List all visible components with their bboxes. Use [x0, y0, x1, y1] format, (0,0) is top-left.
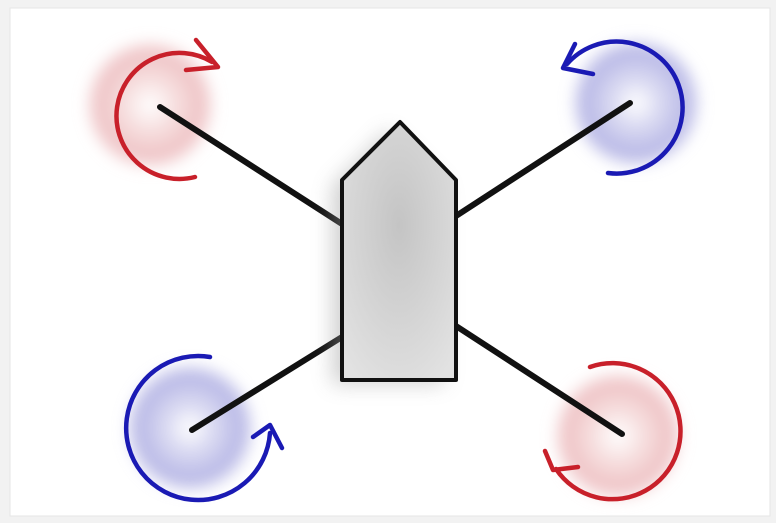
rotor-front-right-arrow: [560, 39, 685, 176]
arm-front-left: [157, 104, 345, 227]
rotor-front-left-arrow: [114, 37, 221, 182]
quadcopter-body: [340, 120, 458, 382]
rotation-arrows: [114, 37, 685, 503]
rotor-rear-right-glow: [550, 368, 686, 504]
rotor-rear-left-arrow: [123, 353, 285, 503]
arm-rear-right: [453, 323, 625, 437]
arm-front-right: [453, 100, 633, 219]
frame-arms: [157, 100, 633, 437]
arm-rear-left: [189, 334, 345, 433]
rotor-rear-right-arrow: [542, 360, 683, 502]
